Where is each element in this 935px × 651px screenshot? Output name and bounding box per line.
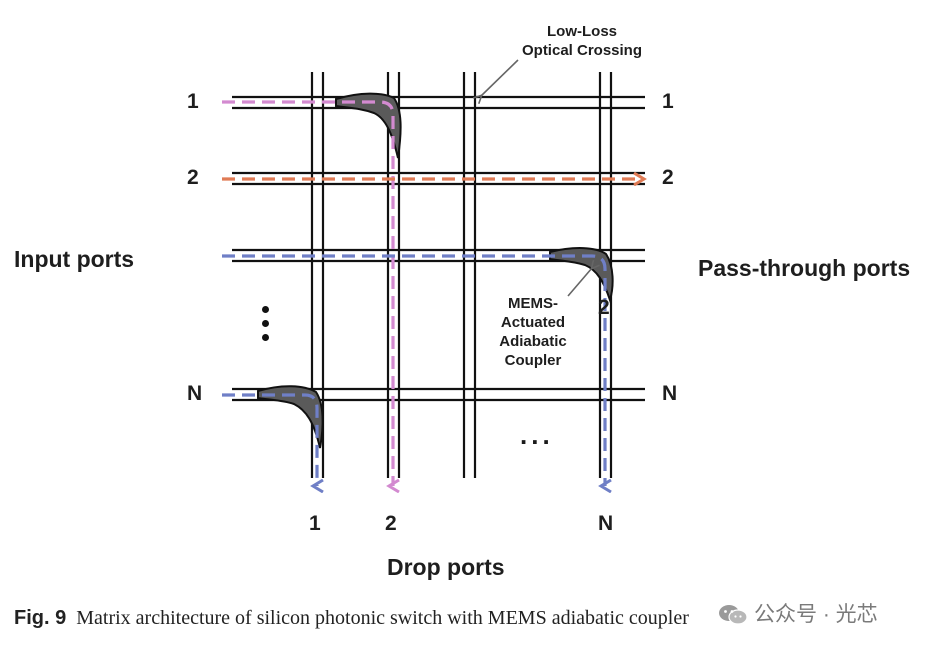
caption-text: Matrix architecture of silicon photonic … — [76, 607, 689, 629]
passthrough-ports-label: Pass-through ports — [698, 255, 911, 281]
path-blue-3 — [222, 254, 605, 486]
waveguide-grid — [232, 72, 645, 478]
input-ports-label: Input ports — [14, 246, 135, 272]
drop-port-2: 2 — [385, 512, 397, 535]
input-port-N: N — [187, 382, 203, 405]
coupler-note-line1: MEMS- — [508, 295, 558, 312]
input-port-2: 2 — [187, 166, 199, 189]
coupler-note-line3: Adiabatic — [499, 333, 567, 350]
passthrough-port-1: 1 — [662, 90, 674, 113]
figure-label: Fig. 9 — [14, 607, 67, 629]
vertical-ellipsis — [262, 306, 269, 348]
input-port-1: 1 — [187, 90, 199, 113]
path-blue-N — [222, 393, 317, 486]
coupler-note-line2: Actuated — [500, 314, 566, 331]
drop-ports-label: Drop ports — [387, 554, 505, 580]
wechat-icon — [719, 605, 748, 626]
coupler-1-2 — [335, 92, 402, 159]
path-pink — [222, 100, 393, 486]
crossing-note-line1: Low-Loss — [547, 23, 617, 40]
watermark: 公众号 · 光芯 — [718, 598, 878, 628]
coupler-3-N — [549, 247, 614, 304]
drop-port-N: N — [598, 512, 614, 535]
figure-caption: Fig. 9 Matrix architecture of silicon pho… — [14, 607, 689, 630]
coupler-annotation: MEMS- Actuated Adiabatic Coupler — [488, 294, 578, 370]
inner-port-label: 2 — [598, 296, 610, 319]
light-paths — [222, 100, 640, 486]
horizontal-ellipsis: ... — [520, 420, 554, 450]
passthrough-port-N: N — [662, 382, 678, 405]
coupler-N-1 — [257, 385, 324, 449]
crossing-annotation: Low-Loss Optical Crossing — [512, 22, 652, 60]
passthrough-port-2: 2 — [662, 166, 674, 189]
drop-port-1: 1 — [309, 512, 321, 535]
annotation-pointers — [481, 59, 592, 297]
crossing-note-line2: Optical Crossing — [521, 42, 643, 59]
watermark-text: 公众号 · 光芯 — [754, 603, 878, 626]
diagram-canvas — [222, 59, 935, 600]
coupler-note-line4: Coupler — [504, 352, 562, 369]
